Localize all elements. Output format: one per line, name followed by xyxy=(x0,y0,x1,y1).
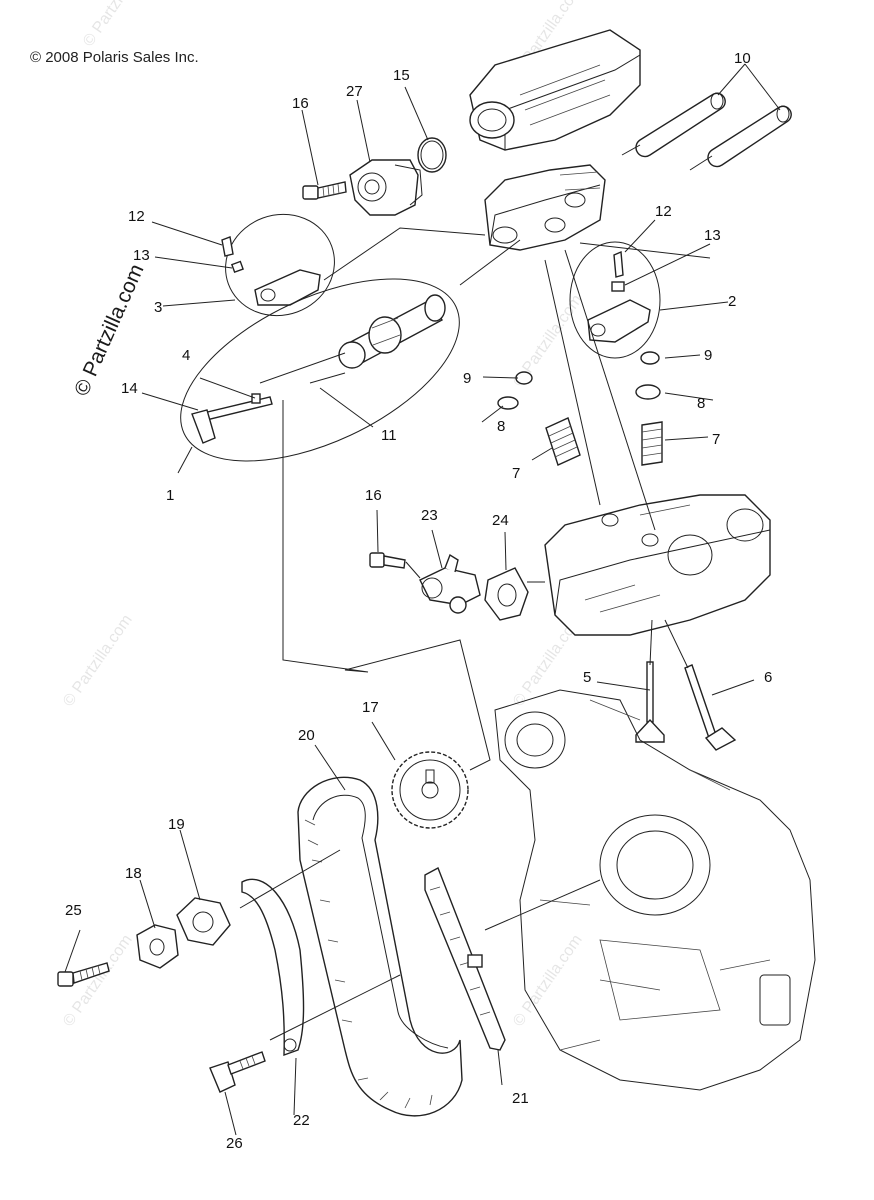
bolt-26 xyxy=(209,1051,266,1093)
intake-valve-5 xyxy=(635,661,665,743)
callout-6: 6 xyxy=(764,669,772,686)
chain-guide-22 xyxy=(241,878,305,1057)
valve-cover xyxy=(469,29,641,151)
callout-13-right: 13 xyxy=(704,227,721,244)
callout-10: 10 xyxy=(734,50,751,67)
cam-cover-27 xyxy=(349,159,423,216)
callout-18: 18 xyxy=(125,865,142,882)
callout-11: 11 xyxy=(381,427,397,444)
sprocket-hub-19 xyxy=(176,897,231,946)
crankcase xyxy=(494,689,816,1091)
rocker-support xyxy=(484,164,606,251)
gasket-24 xyxy=(484,567,529,621)
callout-20: 20 xyxy=(298,727,315,744)
callout-21: 21 xyxy=(512,1090,529,1107)
callout-7-left: 7 xyxy=(512,465,520,482)
copyright-notice: © 2008 Polaris Sales Inc. xyxy=(30,49,199,66)
callout-12-left: 12 xyxy=(128,208,145,225)
callout-17: 17 xyxy=(362,699,379,716)
callout-16-top: 16 xyxy=(292,95,309,112)
exhaust-valve-6 xyxy=(684,664,737,751)
leader-lines xyxy=(64,63,781,1136)
bolt-16-top xyxy=(302,181,347,200)
callout-4: 4 xyxy=(182,347,190,364)
callout-14: 14 xyxy=(121,380,138,397)
callout-9-left: 9 xyxy=(463,370,471,387)
retainer-8-right xyxy=(635,384,661,400)
callout-5: 5 xyxy=(583,669,591,686)
callout-labels: 10 15 27 16 12 13 3 12 13 2 4 14 9 9 11 … xyxy=(65,50,772,1152)
cylinder-head xyxy=(544,494,771,636)
callout-8-left: 8 xyxy=(497,418,505,435)
callout-19: 19 xyxy=(168,816,185,833)
callout-13-left: 13 xyxy=(133,247,150,264)
o-ring-15 xyxy=(417,137,447,173)
callout-25: 25 xyxy=(65,902,82,919)
callout-1: 1 xyxy=(166,487,174,504)
callout-12-right: 12 xyxy=(655,203,672,220)
chain-tensioner-23 xyxy=(419,553,481,614)
cam-sprocket-17 xyxy=(391,751,469,829)
rocker-arm-2-detail xyxy=(569,241,661,359)
valve-spring-7-right xyxy=(641,421,663,466)
callout-9-right: 9 xyxy=(704,347,712,364)
callout-8-right: 8 xyxy=(697,395,705,412)
callout-22: 22 xyxy=(293,1112,310,1129)
callout-26: 26 xyxy=(226,1135,243,1152)
callout-27: 27 xyxy=(346,83,363,100)
chain-guide-21 xyxy=(424,867,506,1051)
callout-7-right: 7 xyxy=(712,431,720,448)
callout-3: 3 xyxy=(154,299,162,316)
tube-10 xyxy=(635,92,792,168)
bolt-16-mid xyxy=(369,552,406,569)
valve-spring-7-left xyxy=(545,417,581,466)
callout-2: 2 xyxy=(728,293,736,310)
callout-15: 15 xyxy=(393,67,410,84)
callout-16-mid: 16 xyxy=(365,487,382,504)
camshaft-1 xyxy=(180,278,460,462)
thrust-plate-18 xyxy=(136,924,179,969)
callout-24: 24 xyxy=(492,512,509,529)
cam-chain-20 xyxy=(297,776,463,1117)
decompression-lever-14 xyxy=(191,393,273,444)
keeper-9-right xyxy=(640,351,660,365)
rocker-arm-3-detail xyxy=(221,213,335,317)
callout-23: 23 xyxy=(421,507,438,524)
bolt-25 xyxy=(57,962,110,987)
keeper-9-left xyxy=(515,371,533,385)
